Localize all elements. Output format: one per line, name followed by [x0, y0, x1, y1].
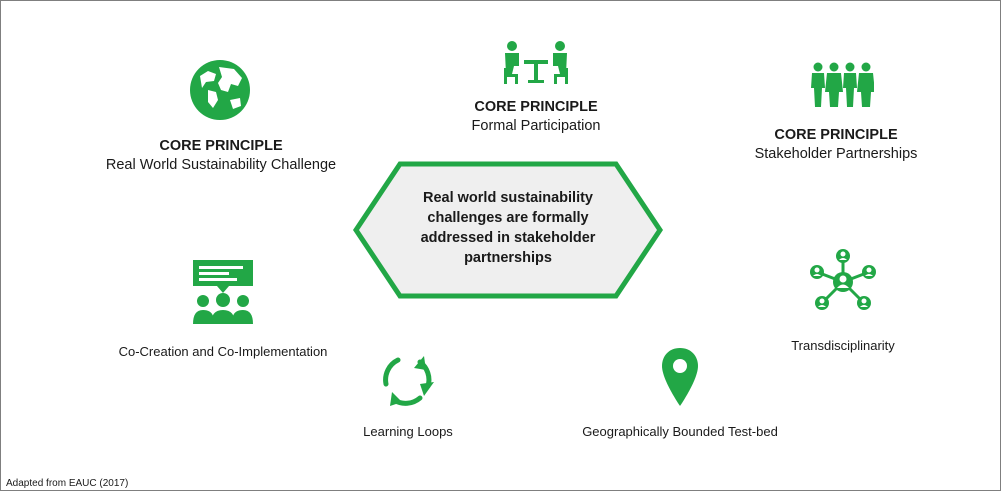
source-note: Adapted from EAUC (2017)	[6, 478, 129, 489]
principle-kicker: CORE PRINCIPLE	[159, 138, 283, 154]
feature-transdisciplinarity: Transdisciplinarity	[791, 338, 895, 353]
principle-real-world-challenge: CORE PRINCIPLE Real World Sustainability…	[91, 137, 351, 175]
central-statement: Real world sustainability challenges are…	[420, 190, 596, 266]
feature-co-creation: Co-Creation and Co-Implementation	[118, 344, 328, 359]
principle-name: Formal Participation	[471, 118, 601, 134]
feature-learning-loops: Learning Loops	[363, 424, 453, 439]
central-hexagon	[352, 161, 664, 299]
globe-icon	[190, 60, 250, 120]
feature-test-bed: Geographically Bounded Test-bed	[582, 424, 778, 439]
location-pin-icon	[662, 348, 698, 406]
principle-kicker: CORE PRINCIPLE	[774, 127, 898, 143]
principle-stakeholder-partnerships: CORE PRINCIPLE Stakeholder Partnerships	[731, 126, 941, 164]
cycle-arrows-icon	[383, 356, 434, 406]
meeting-table-icon	[504, 41, 568, 84]
principle-name: Real World Sustainability Challenge	[105, 157, 337, 173]
principle-formal-participation: CORE PRINCIPLE Formal Participation	[431, 98, 641, 136]
principle-name: Stakeholder Partnerships	[754, 146, 918, 162]
speech-bubble-people-icon	[193, 260, 253, 324]
principle-kicker: CORE PRINCIPLE	[474, 99, 598, 115]
network-people-icon	[810, 249, 876, 310]
group-people-icon	[811, 62, 874, 107]
